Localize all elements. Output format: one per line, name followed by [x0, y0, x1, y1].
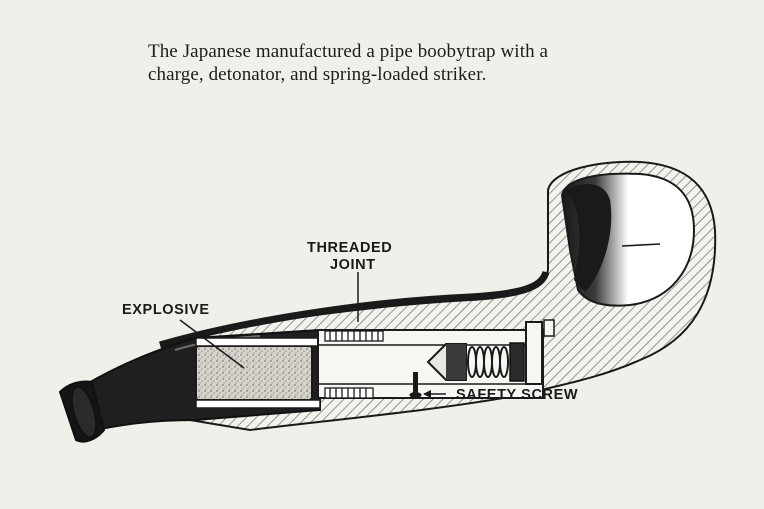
mouthpiece-lip	[71, 386, 97, 438]
caption-line-2: charge, detonator, and spring-loaded str…	[148, 64, 487, 85]
explosive-chamber	[195, 345, 313, 401]
threaded-joint-label-line1: THREADED	[307, 240, 392, 256]
striker-shade	[446, 344, 466, 380]
spring	[467, 346, 509, 378]
safety-screw	[413, 372, 418, 394]
end-plug	[509, 342, 525, 382]
explosive-label: EXPLOSIVE	[122, 302, 210, 318]
end-cap-screw	[543, 319, 555, 337]
end-cap	[525, 321, 543, 385]
bowl-shadow	[566, 184, 612, 292]
caption: The Japanese manufactured a pipe boobytr…	[148, 40, 738, 86]
safety-screw-head	[409, 392, 422, 398]
threaded-joint-threads	[324, 330, 384, 399]
caption-line-1: The Japanese manufactured a pipe boobytr…	[148, 41, 549, 62]
threaded-joint-label-line2: JOINT	[330, 257, 376, 273]
chamber-wall-bottom	[195, 399, 321, 409]
safety-screw-label: SAFETY SCREW	[456, 387, 578, 403]
chamber-wall-top	[195, 337, 321, 347]
bowl-interior-mark	[621, 243, 661, 247]
shank-top-edge	[159, 270, 550, 349]
explosive-leader	[179, 319, 245, 369]
safety-screw-arrow	[423, 390, 431, 398]
